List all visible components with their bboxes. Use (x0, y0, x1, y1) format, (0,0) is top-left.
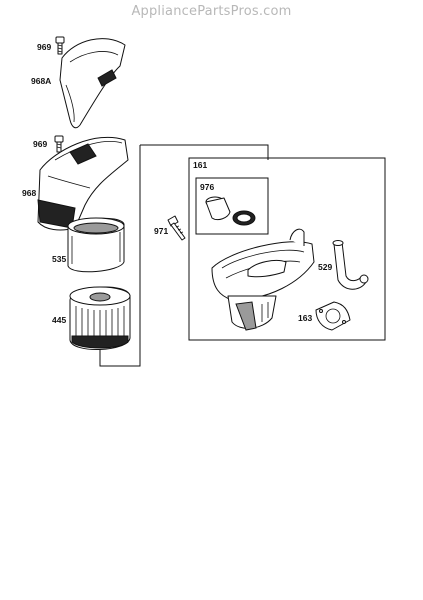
label-968A[interactable]: 968A (31, 76, 51, 86)
label-529[interactable]: 529 (318, 262, 332, 272)
label-161[interactable]: 161 (193, 160, 207, 170)
part-969-lower[interactable] (54, 135, 64, 153)
label-535[interactable]: 535 (52, 254, 66, 264)
part-968[interactable] (37, 136, 129, 231)
part-529[interactable] (332, 240, 369, 290)
label-969-top[interactable]: 969 (37, 42, 51, 52)
label-969-lower[interactable]: 969 (33, 139, 47, 149)
assembly-161-frame (188, 157, 386, 341)
part-161-base[interactable] (211, 228, 315, 331)
part-535[interactable] (67, 217, 125, 273)
kit-976-frame (195, 177, 269, 235)
label-445[interactable]: 445 (52, 315, 66, 325)
label-968[interactable]: 968 (22, 188, 36, 198)
label-163[interactable]: 163 (298, 313, 312, 323)
assembly-bracket (99, 144, 269, 367)
part-163[interactable] (315, 301, 351, 331)
part-976-grommets[interactable] (205, 196, 256, 226)
part-968A[interactable] (59, 38, 126, 129)
label-976[interactable]: 976 (200, 182, 214, 192)
watermark-text: AppliancePartsPros.com (131, 4, 292, 19)
part-445[interactable] (69, 286, 131, 350)
part-969-top[interactable] (55, 36, 65, 55)
label-971[interactable]: 971 (154, 226, 168, 236)
part-971[interactable] (167, 215, 186, 241)
